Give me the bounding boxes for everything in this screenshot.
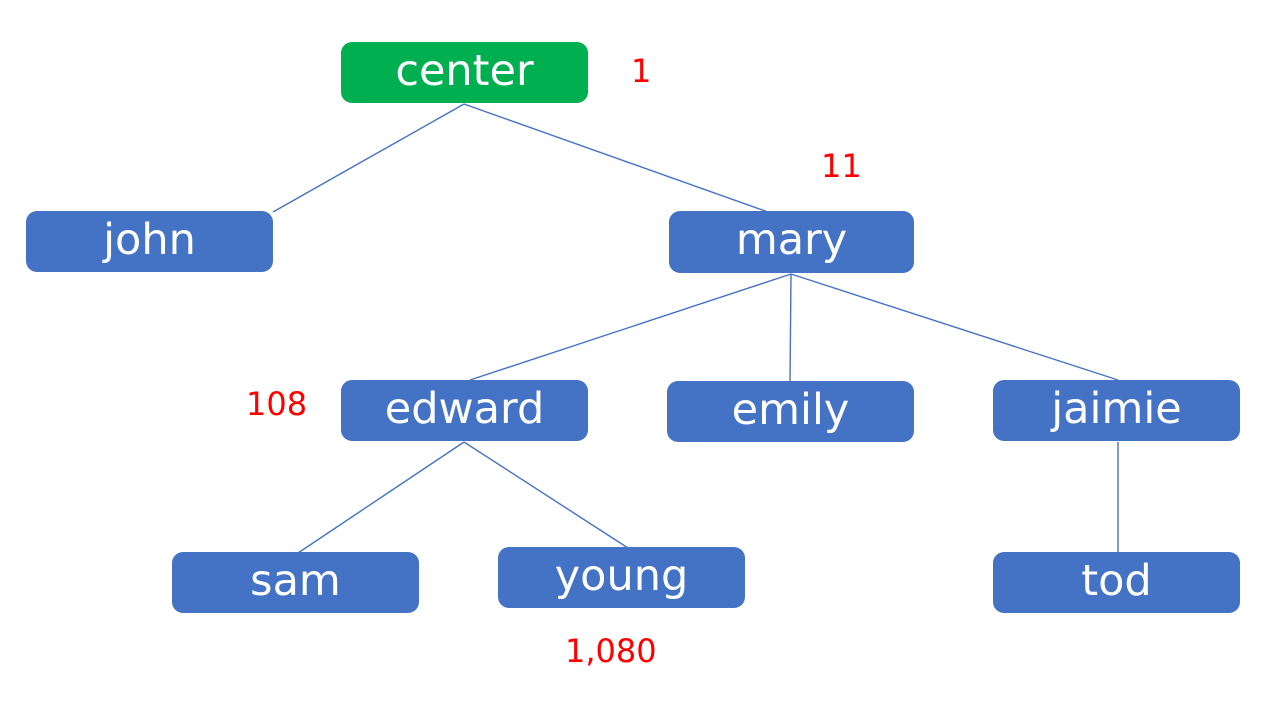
node-emily[interactable]: emily [667, 381, 914, 442]
node-jaimie[interactable]: jaimie [993, 380, 1240, 441]
node-edward[interactable]: edward [341, 380, 588, 441]
node-center[interactable]: center [341, 42, 588, 103]
node-mary[interactable]: mary [669, 211, 914, 273]
annotation-mary-count: 11 [821, 147, 862, 185]
edge-edward-to-sam [297, 441, 465, 554]
node-label-young: young [554, 550, 689, 601]
edge-mary-to-edward [469, 273, 792, 381]
node-label-john: john [103, 214, 196, 265]
node-sam[interactable]: sam [172, 552, 419, 613]
node-tod[interactable]: tod [993, 552, 1240, 613]
node-john[interactable]: john [26, 211, 273, 272]
annotation-edward-count: 108 [246, 385, 308, 423]
node-label-tod: tod [1081, 555, 1152, 606]
node-label-edward: edward [384, 383, 545, 434]
node-label-sam: sam [250, 555, 341, 606]
edge-center-to-mary [463, 103, 769, 213]
node-label-mary: mary [735, 215, 848, 265]
annotation-center-count: 1 [631, 52, 652, 90]
node-young[interactable]: young [498, 547, 745, 608]
annotation-young-count: 1,080 [565, 632, 657, 670]
edge-mary-to-jaimie [790, 273, 1119, 381]
node-label-jaimie: jaimie [1051, 383, 1182, 434]
node-label-emily: emily [731, 384, 850, 435]
edge-mary-to-emily [789, 273, 792, 382]
edge-edward-to-young [463, 441, 629, 549]
edge-center-to-john [272, 103, 465, 213]
node-label-center: center [395, 45, 534, 96]
